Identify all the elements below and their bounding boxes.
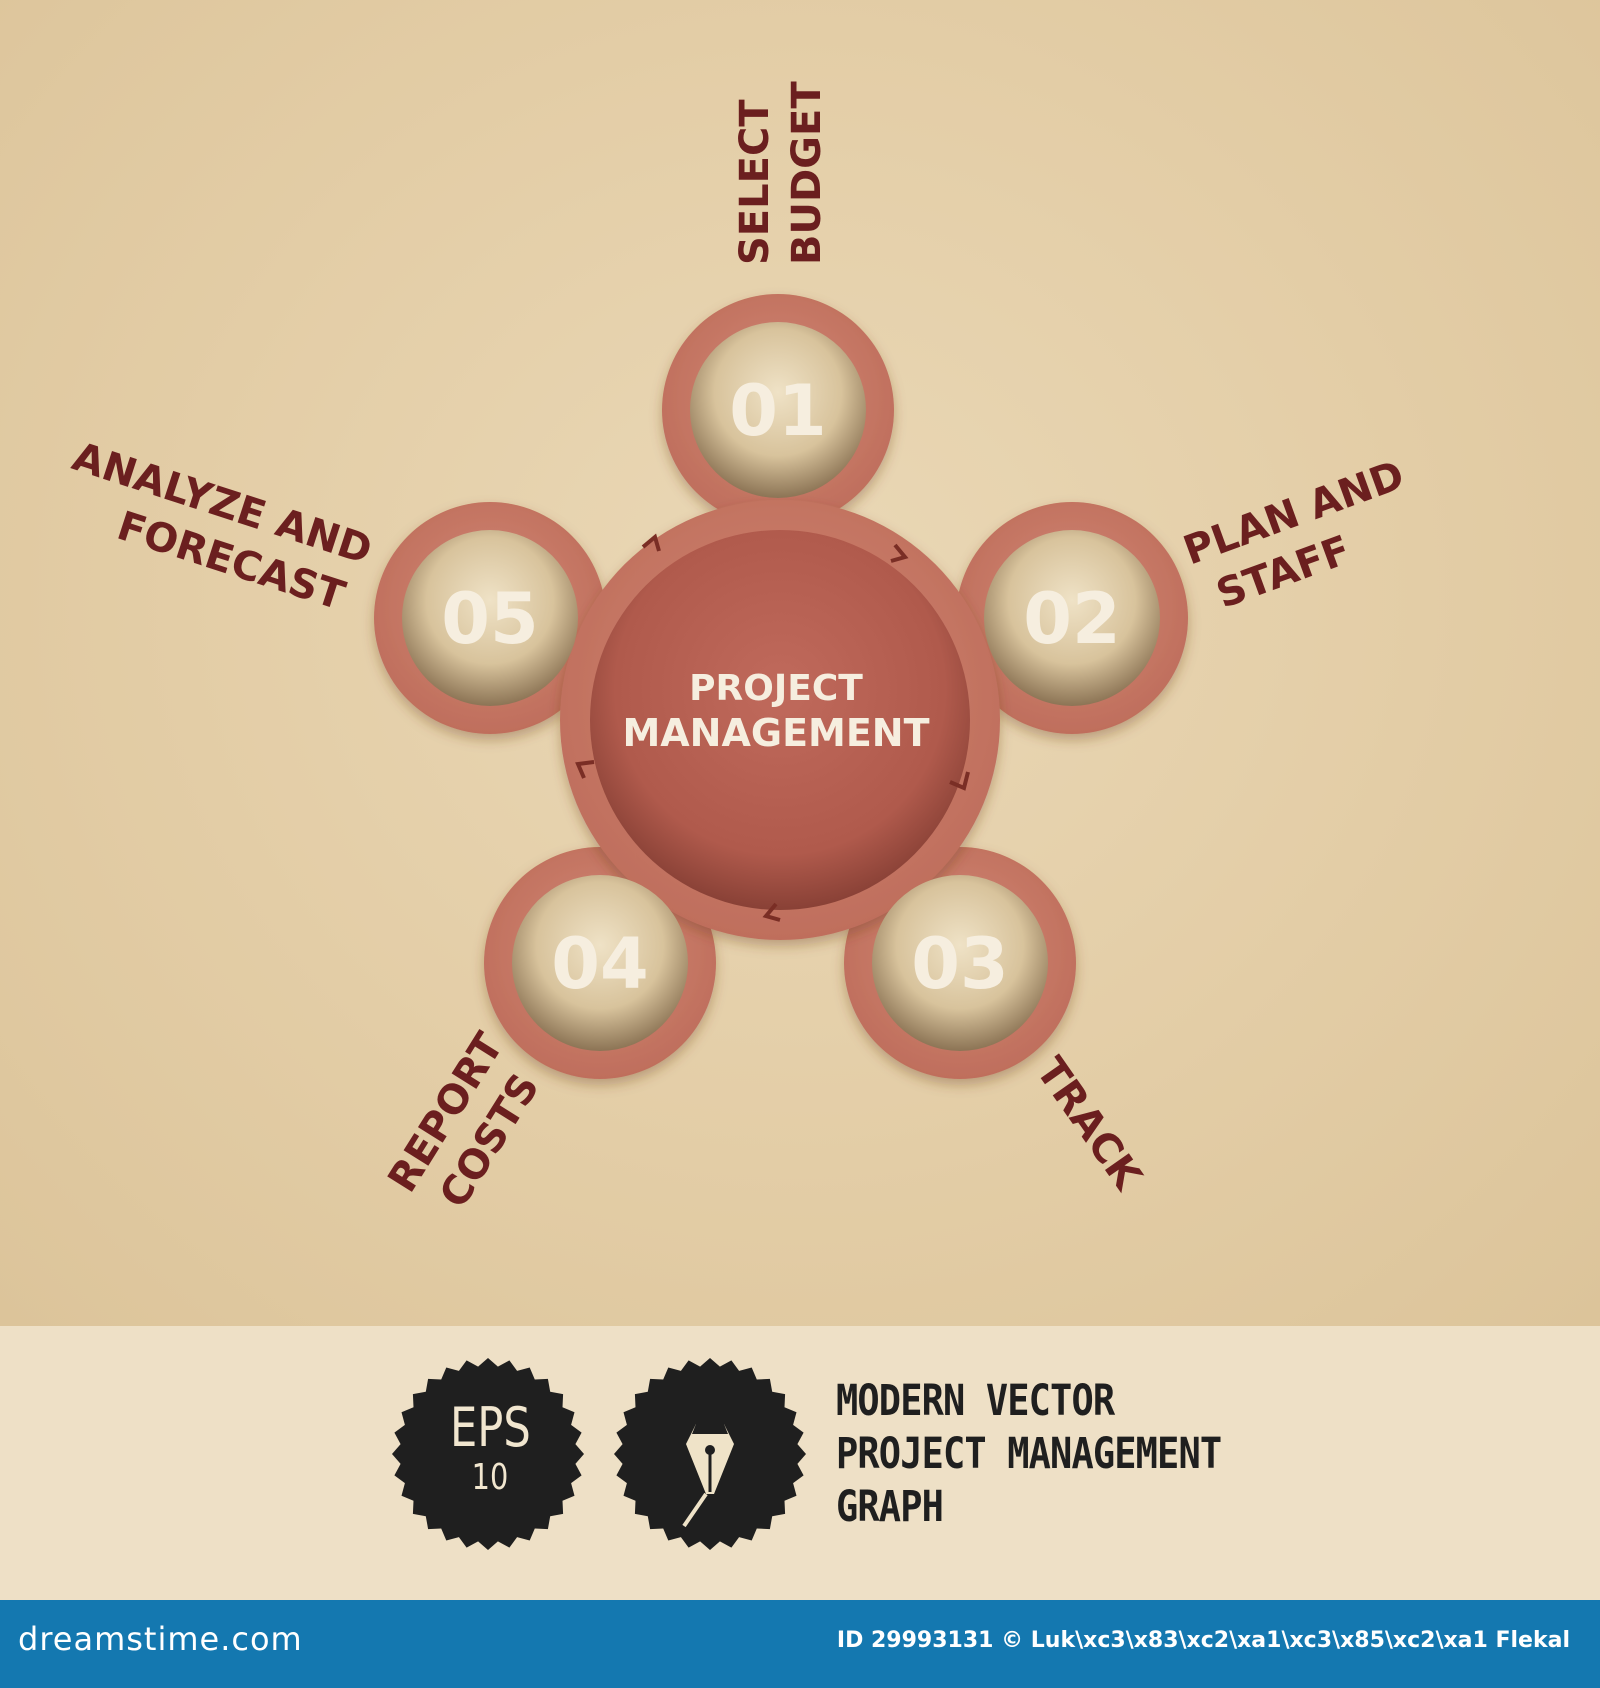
step-label-02: PLAN AND STAFF xyxy=(1178,452,1411,618)
disc-04 xyxy=(512,875,688,1051)
arrow-chevron-2 xyxy=(890,543,909,563)
step-label-03: TRACK xyxy=(1027,1049,1152,1199)
disc-03 xyxy=(872,875,1048,1051)
step-label-01-line-2: BUDGET xyxy=(784,81,830,265)
step-number-03: 03 xyxy=(911,923,1008,1005)
footer-bar xyxy=(0,1600,1600,1688)
eps-label: EPS xyxy=(450,1396,531,1459)
step-number-01: 01 xyxy=(729,370,826,452)
disc-01 xyxy=(690,322,866,498)
center-label-line-1: PROJECT xyxy=(689,668,863,709)
center-label-line-2: MANAGEMENT xyxy=(622,711,929,755)
step-discs xyxy=(402,322,1160,1051)
subtitle: MODERN VECTOR PROJECT MANAGEMENT GRAPH xyxy=(836,1375,1222,1534)
step-label-01: SELECT BUDGET xyxy=(732,81,830,265)
cycle-arrows xyxy=(575,533,970,922)
step-number-02: 02 xyxy=(1023,578,1120,660)
bottom-panel xyxy=(0,1326,1600,1600)
arrow-chevron-1 xyxy=(641,533,661,552)
pen-nib-icon xyxy=(682,1424,734,1528)
pen-badge xyxy=(614,1358,806,1550)
cycle-diagram: 01 02 03 04 05 PROJECT MANAGEMENT SELECT… xyxy=(67,81,1411,1216)
eps-badge-text: EPS 10 xyxy=(440,1398,540,1498)
step-label-03-line-1: TRACK xyxy=(1027,1049,1152,1199)
subtitle-line-3: GRAPH xyxy=(836,1482,944,1532)
arrow-chevron-4 xyxy=(762,902,781,922)
disc-05 xyxy=(402,530,578,706)
eps-badge-seal xyxy=(392,1358,584,1550)
subtitle-line-2: PROJECT MANAGEMENT xyxy=(836,1429,1222,1479)
eps-badge xyxy=(392,1358,584,1550)
disc-02 xyxy=(984,530,1160,706)
arrow-chevron-5 xyxy=(575,760,595,779)
footer-credit: ID 29993131 © Luk\xc3\x83\xc2\xa1\xc3\x8… xyxy=(836,1628,1570,1653)
center-disc xyxy=(590,530,970,910)
eps-version: 10 xyxy=(471,1457,509,1498)
step-label-05: ANALYZE AND FORECAST xyxy=(67,434,377,620)
badges xyxy=(392,1358,806,1550)
subtitle-line-1: MODERN VECTOR xyxy=(836,1376,1115,1426)
step-label-01-line-1: SELECT xyxy=(732,99,778,265)
footer-logo[interactable]: dreamstime.com xyxy=(18,1620,303,1658)
step-number-05: 05 xyxy=(441,578,538,660)
step-number-04: 04 xyxy=(551,923,648,1005)
arrow-chevron-3 xyxy=(949,771,970,791)
